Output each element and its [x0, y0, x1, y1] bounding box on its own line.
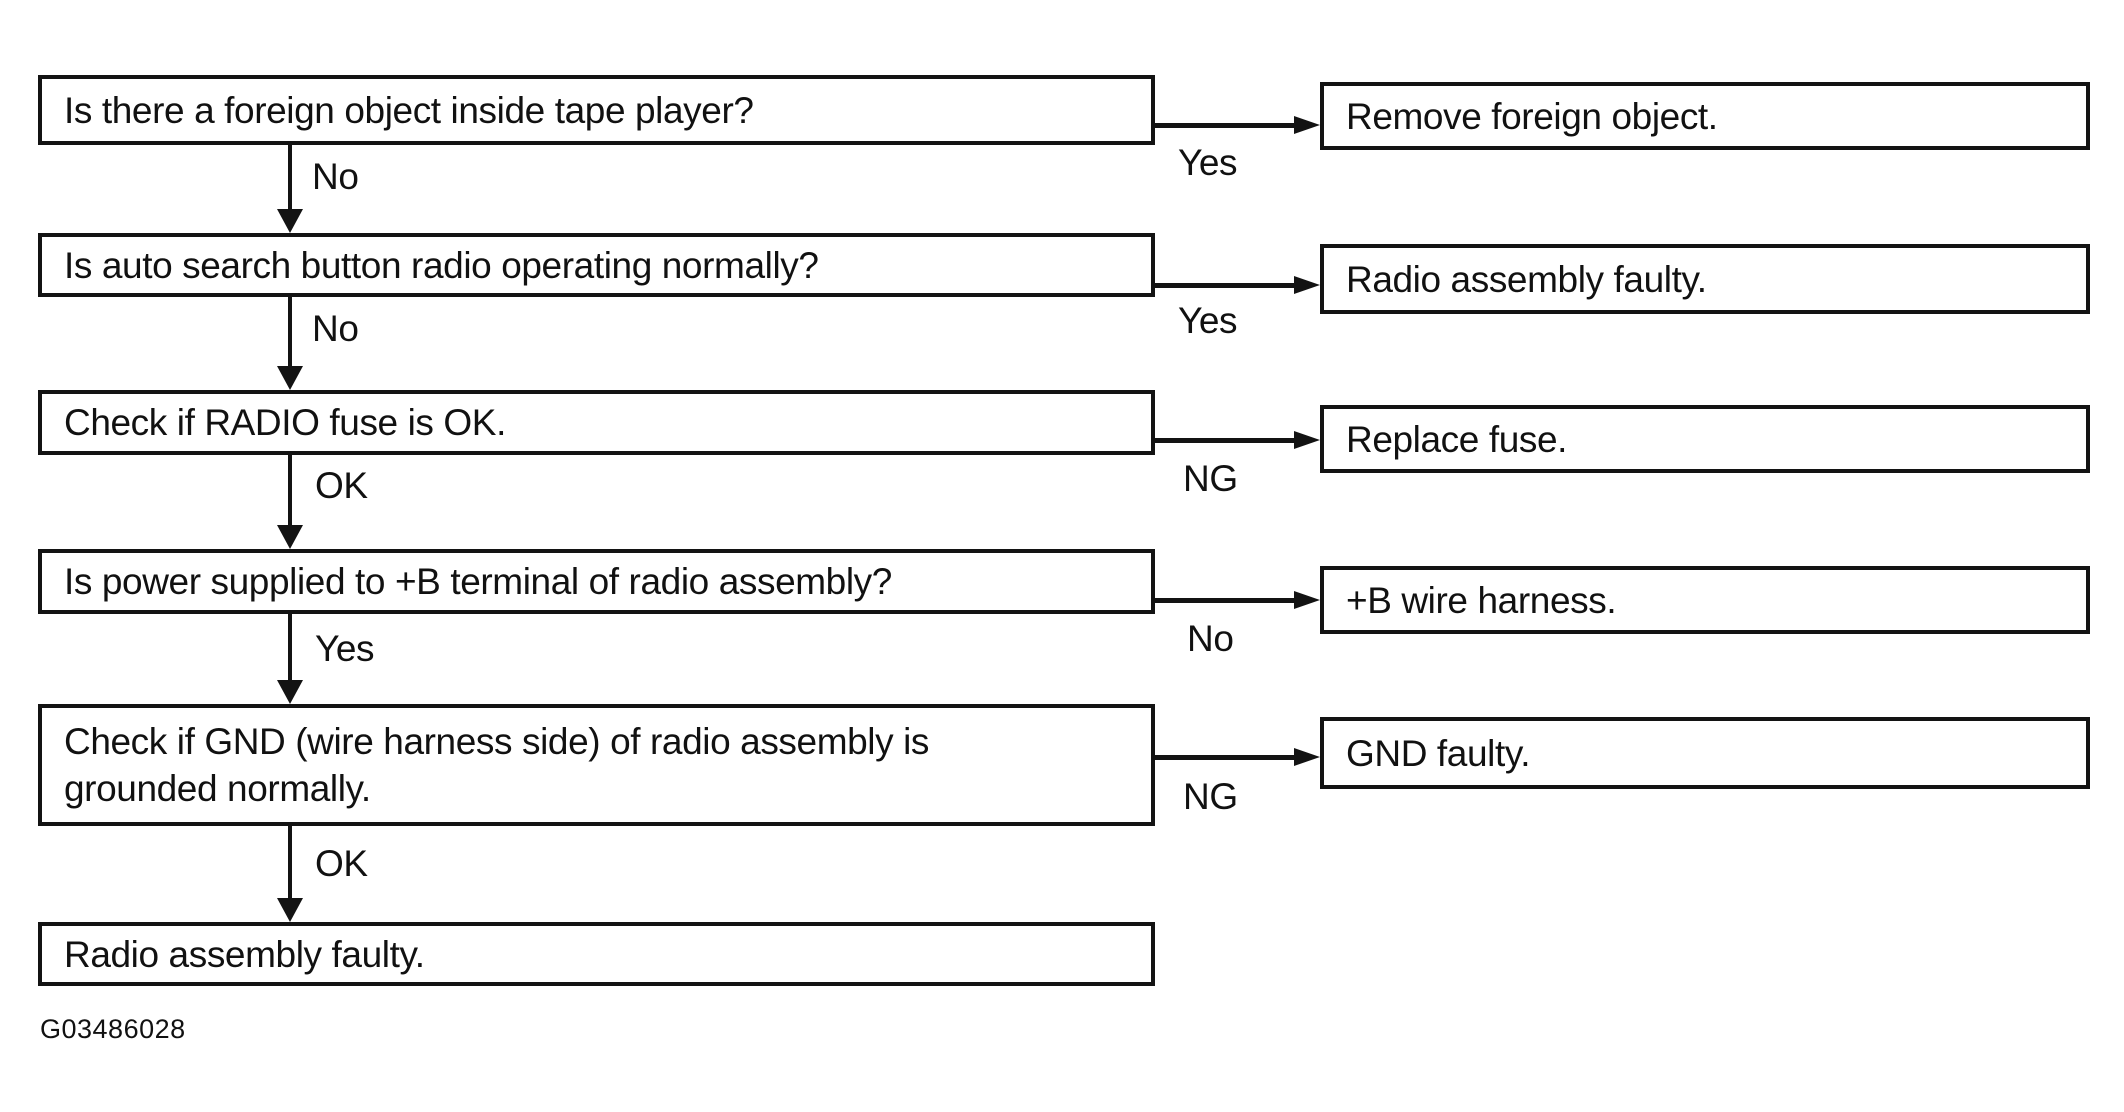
down-arrow-3 — [275, 455, 305, 549]
figure-id: G03486028 — [40, 1014, 186, 1044]
arrow-head-down-icon — [277, 366, 303, 390]
right-arrow-label-5: NG — [1183, 776, 1238, 817]
arrow-head-right-icon — [1294, 116, 1320, 134]
arrow-shaft — [1155, 598, 1300, 603]
arrow-shaft — [288, 145, 292, 213]
result-box-1: Remove foreign object. — [1320, 82, 2090, 150]
right-arrow-label-1: Yes — [1178, 142, 1238, 183]
arrow-shaft — [288, 455, 292, 529]
down-arrow-label-4: Yes — [315, 628, 375, 669]
arrow-shaft — [288, 614, 292, 684]
result-text-3: Replace fuse. — [1346, 418, 1568, 460]
right-arrow-4 — [1155, 591, 1320, 609]
result-box-4: +B wire harness. — [1320, 566, 2090, 634]
question-text-3: Check if RADIO fuse is OK. — [64, 402, 506, 443]
final-result-text: Radio assembly faulty. — [64, 933, 425, 975]
right-arrow-1 — [1155, 116, 1320, 134]
right-arrow-2 — [1155, 276, 1320, 294]
down-arrow-label-3: OK — [315, 465, 368, 506]
right-arrow-3 — [1155, 431, 1320, 449]
arrow-head-down-icon — [277, 209, 303, 233]
arrow-shaft — [288, 826, 292, 902]
result-text-4: +B wire harness. — [1346, 579, 1617, 621]
down-arrow-1 — [275, 145, 305, 233]
question-box-5: Check if GND (wire harness side) of radi… — [38, 704, 1155, 826]
down-arrow-2 — [275, 297, 305, 390]
arrow-head-down-icon — [277, 680, 303, 704]
arrow-shaft — [1155, 123, 1300, 128]
down-arrow-label-5: OK — [315, 843, 368, 884]
result-box-2: Radio assembly faulty. — [1320, 244, 2090, 314]
arrow-head-right-icon — [1294, 431, 1320, 449]
down-arrow-4 — [275, 614, 305, 704]
question-box-4: Is power supplied to +B terminal of radi… — [38, 549, 1155, 614]
question-box-2: Is auto search button radio operating no… — [38, 233, 1155, 297]
question-text-2: Is auto search button radio operating no… — [64, 244, 819, 286]
result-box-3: Replace fuse. — [1320, 405, 2090, 473]
arrow-head-right-icon — [1294, 591, 1320, 609]
result-text-1: Remove foreign object. — [1346, 95, 1718, 137]
arrow-shaft — [1155, 438, 1300, 443]
down-arrow-5 — [275, 826, 305, 922]
final-result-box: Radio assembly faulty. — [38, 922, 1155, 986]
right-arrow-5 — [1155, 748, 1320, 766]
arrow-shaft — [1155, 755, 1300, 760]
right-arrow-label-3: NG — [1183, 458, 1238, 499]
arrow-shaft — [288, 297, 292, 370]
result-text-5: GND faulty. — [1346, 732, 1531, 774]
question-text-5: Check if GND (wire harness side) of radi… — [64, 721, 930, 809]
question-text-4: Is power supplied to +B terminal of radi… — [64, 561, 892, 602]
arrow-head-down-icon — [277, 525, 303, 549]
down-arrow-label-2: No — [312, 308, 359, 349]
arrow-head-down-icon — [277, 898, 303, 922]
arrow-shaft — [1155, 283, 1300, 288]
arrow-head-right-icon — [1294, 748, 1320, 766]
right-arrow-label-2: Yes — [1178, 300, 1238, 341]
result-text-2: Radio assembly faulty. — [1346, 258, 1707, 300]
right-arrow-label-4: No — [1187, 618, 1234, 659]
arrow-head-right-icon — [1294, 276, 1320, 294]
question-box-1: Is there a foreign object inside tape pl… — [38, 75, 1155, 145]
result-box-5: GND faulty. — [1320, 717, 2090, 789]
question-text-1: Is there a foreign object inside tape pl… — [64, 89, 754, 131]
question-box-3: Check if RADIO fuse is OK. — [38, 390, 1155, 455]
down-arrow-label-1: No — [312, 156, 359, 197]
